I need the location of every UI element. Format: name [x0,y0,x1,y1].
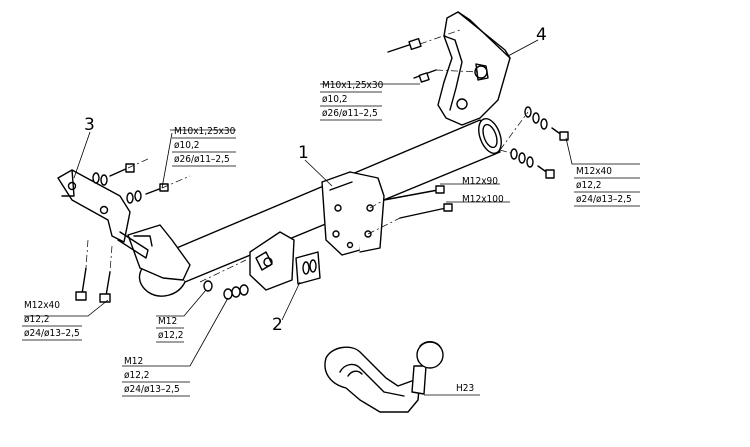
callout-left-top: M10x1,25x30 ø10,2 ø26/ø11–2,5 [172,126,236,167]
label-m12x100: M12x100 [462,194,504,205]
part-number-1: 1 [298,143,309,163]
label-hole-dia: ø10,2 [174,140,200,151]
crossbar-part-1 [127,118,502,297]
leader-lines [24,39,640,396]
label-washer: ø26/ø11–2,5 [322,108,378,119]
socket-plate-part-2 [249,231,321,291]
label-nut-size: M12 [158,316,177,327]
bracket-right-part-4 [437,11,511,126]
label-hole-dia: ø12,2 [24,314,50,325]
label-bolt-size: M10x1,25x30 [322,80,384,91]
label-hole-dia: ø12,2 [158,330,184,341]
callout-center-nut: M12 ø12,2 [156,316,184,343]
label-washer: ø24/ø13–2,5 [576,194,632,205]
callout-long-bolts: M12x90 M12x100 [462,176,504,205]
label-washer: ø24/ø13–2,5 [124,384,180,395]
label-m12x90: M12x90 [462,176,498,187]
tow-ball-h23 [324,341,444,413]
fasteners [75,37,569,303]
label-washer: ø26/ø11–2,5 [174,154,230,165]
label-hole-dia: ø12,2 [576,180,602,191]
label-washer: ø24/ø13–2,5 [24,328,80,339]
label-bolt-size: M12x40 [24,300,60,311]
assembly-lines [85,29,529,283]
bracket-left-part-3 [57,169,153,259]
label-hole-dia: ø10,2 [322,94,348,105]
label-ball-h23: H23 [456,383,474,394]
label-nut-size: M12 [124,356,143,367]
callout-lower-nut: M12 ø12,2 ø24/ø13–2,5 [122,356,190,397]
part-number-2: 2 [272,315,283,335]
callout-left-lower: M12x40 ø12,2 ø24/ø13–2,5 [22,300,82,341]
label-hole-dia: ø12,2 [124,370,150,381]
part-number-4: 4 [536,25,547,45]
label-bolt-size: M10x1,25x30 [174,126,236,137]
callout-right-top: M10x1,25x30 ø10,2 ø26/ø11–2,5 [320,80,384,121]
label-bolt-size: M12x40 [576,166,612,177]
part-number-3: 3 [84,115,95,135]
callout-right-bolt: M12x40 ø12,2 ø24/ø13–2,5 [574,166,640,207]
